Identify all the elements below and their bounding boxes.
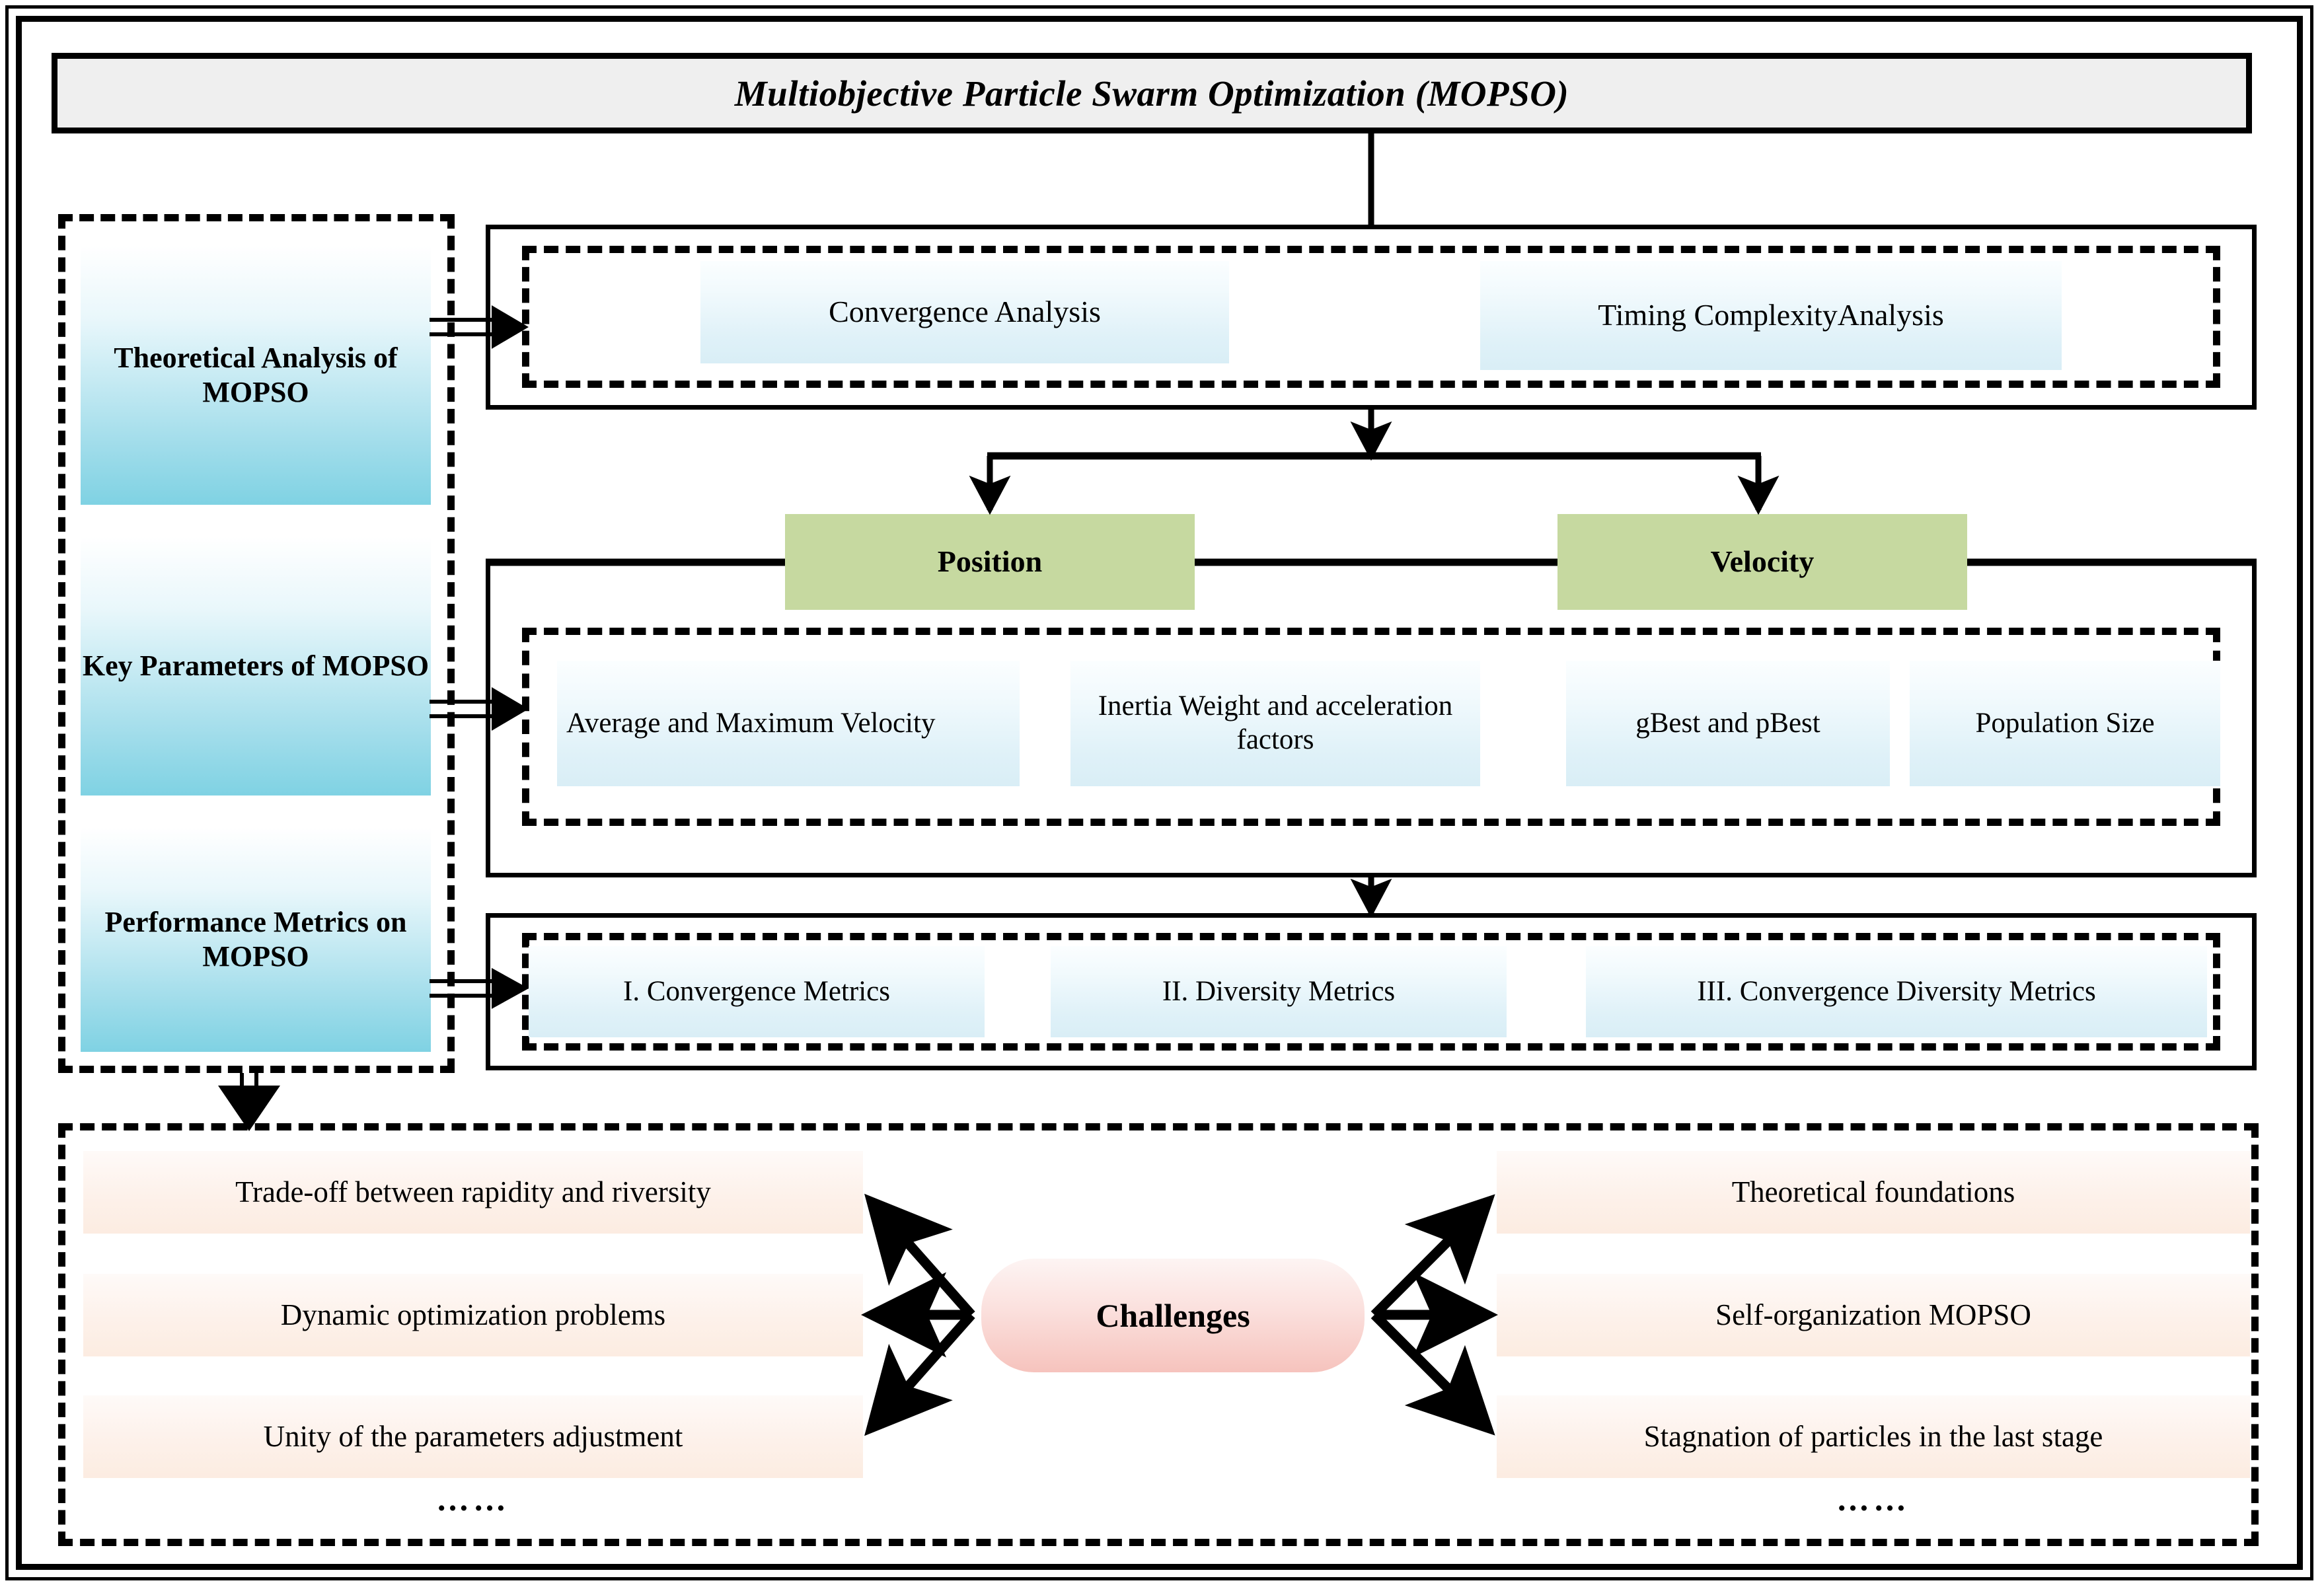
chip-position[interactable]: Position: [785, 514, 1195, 610]
chip-unity-parameters-adjustment[interactable]: Unity of the parameters adjustment: [83, 1395, 863, 1478]
chip-tradeoff-rapidity-diversity[interactable]: Trade-off between rapidity and riversity: [83, 1151, 863, 1234]
chip-self-organization-mopso[interactable]: Self-organization MOPSO: [1497, 1274, 2250, 1356]
sidebar-group: [58, 214, 455, 1073]
theoretical-analysis-container: [486, 225, 2257, 410]
sidebar-item-label: Theoretical Analysis of MOPSO: [114, 342, 398, 408]
chip-dynamic-optimization-problems[interactable]: Dynamic optimization problems: [83, 1274, 863, 1356]
chip-convergence-metrics[interactable]: I. Convergence Metrics: [529, 946, 985, 1037]
chip-label: I. Convergence Metrics: [623, 975, 890, 1007]
sidebar-item-theoretical-analysis[interactable]: Theoretical Analysis of MOPSO: [81, 246, 431, 505]
chip-diversity-metrics[interactable]: II. Diversity Metrics: [1051, 946, 1507, 1037]
chip-convergence-diversity-metrics[interactable]: III. Convergence Diversity Metrics: [1586, 946, 2207, 1037]
chip-population-size[interactable]: Population Size: [1910, 661, 2220, 786]
chip-convergence-analysis[interactable]: Convergence Analysis: [700, 261, 1229, 363]
sidebar-item-label: Key Parameters of MOPSO: [82, 649, 430, 683]
diagram-title: Multiobjective Particle Swarm Optimizati…: [734, 73, 1569, 114]
chip-label: III. Convergence Diversity Metrics: [1697, 975, 2096, 1007]
chip-label: Unity of the parameters adjustment: [263, 1419, 683, 1453]
chip-label: Dynamic optimization problems: [280, 1298, 666, 1331]
chip-label: Inertia Weight and acceleration factors: [1098, 690, 1453, 755]
chip-stagnation-particles-last-stage[interactable]: Stagnation of particles in the last stag…: [1497, 1395, 2250, 1478]
chip-label: Timing ComplexityAnalysis: [1598, 298, 1944, 332]
right-ellipsis: ……: [1836, 1481, 1910, 1518]
chip-label: Self-organization MOPSO: [1715, 1298, 2031, 1331]
chip-average-maximum-velocity[interactable]: Average and Maximum Velocity: [557, 661, 1020, 786]
inner-frame-line: [16, 16, 2303, 1570]
chip-label: gBest and pBest: [1635, 707, 1820, 739]
challenges-group: [58, 1123, 2259, 1546]
chip-label: II. Diversity Metrics: [1162, 975, 1396, 1007]
chip-label: Position: [937, 544, 1043, 579]
sidebar-item-label: Performance Metrics on MOPSO: [104, 906, 407, 973]
chip-label: Convergence Analysis: [829, 295, 1101, 329]
chip-label: Trade-off between rapidity and riversity: [235, 1175, 711, 1208]
chip-label: Theoretical foundations: [1731, 1175, 2015, 1208]
chip-inertia-weight-acceleration-factors[interactable]: Inertia Weight and acceleration factors: [1070, 661, 1480, 786]
chip-theoretical-foundations[interactable]: Theoretical foundations: [1497, 1151, 2250, 1234]
left-ellipsis: ……: [436, 1481, 510, 1518]
outer-frame-line: [5, 5, 2313, 1580]
chip-label: Stagnation of particles in the last stag…: [1643, 1419, 2103, 1453]
chip-gbest-pbest[interactable]: gBest and pBest: [1566, 661, 1890, 786]
sidebar-item-key-parameters[interactable]: Key Parameters of MOPSO: [81, 536, 431, 796]
chip-label: Population Size: [1975, 707, 2155, 739]
chip-velocity[interactable]: Velocity: [1557, 514, 1967, 610]
challenges-center-label: Challenges: [1096, 1297, 1250, 1334]
chip-label: Velocity: [1710, 544, 1815, 579]
chip-timing-complexity-analysis[interactable]: Timing ComplexityAnalysis: [1480, 261, 2062, 370]
sidebar-item-performance-metrics[interactable]: Performance Metrics on MOPSO: [81, 827, 431, 1052]
diagram-title-box: Multiobjective Particle Swarm Optimizati…: [52, 53, 2252, 133]
chip-label: Average and Maximum Velocity: [566, 707, 936, 739]
challenges-center-node[interactable]: Challenges: [981, 1259, 1365, 1372]
